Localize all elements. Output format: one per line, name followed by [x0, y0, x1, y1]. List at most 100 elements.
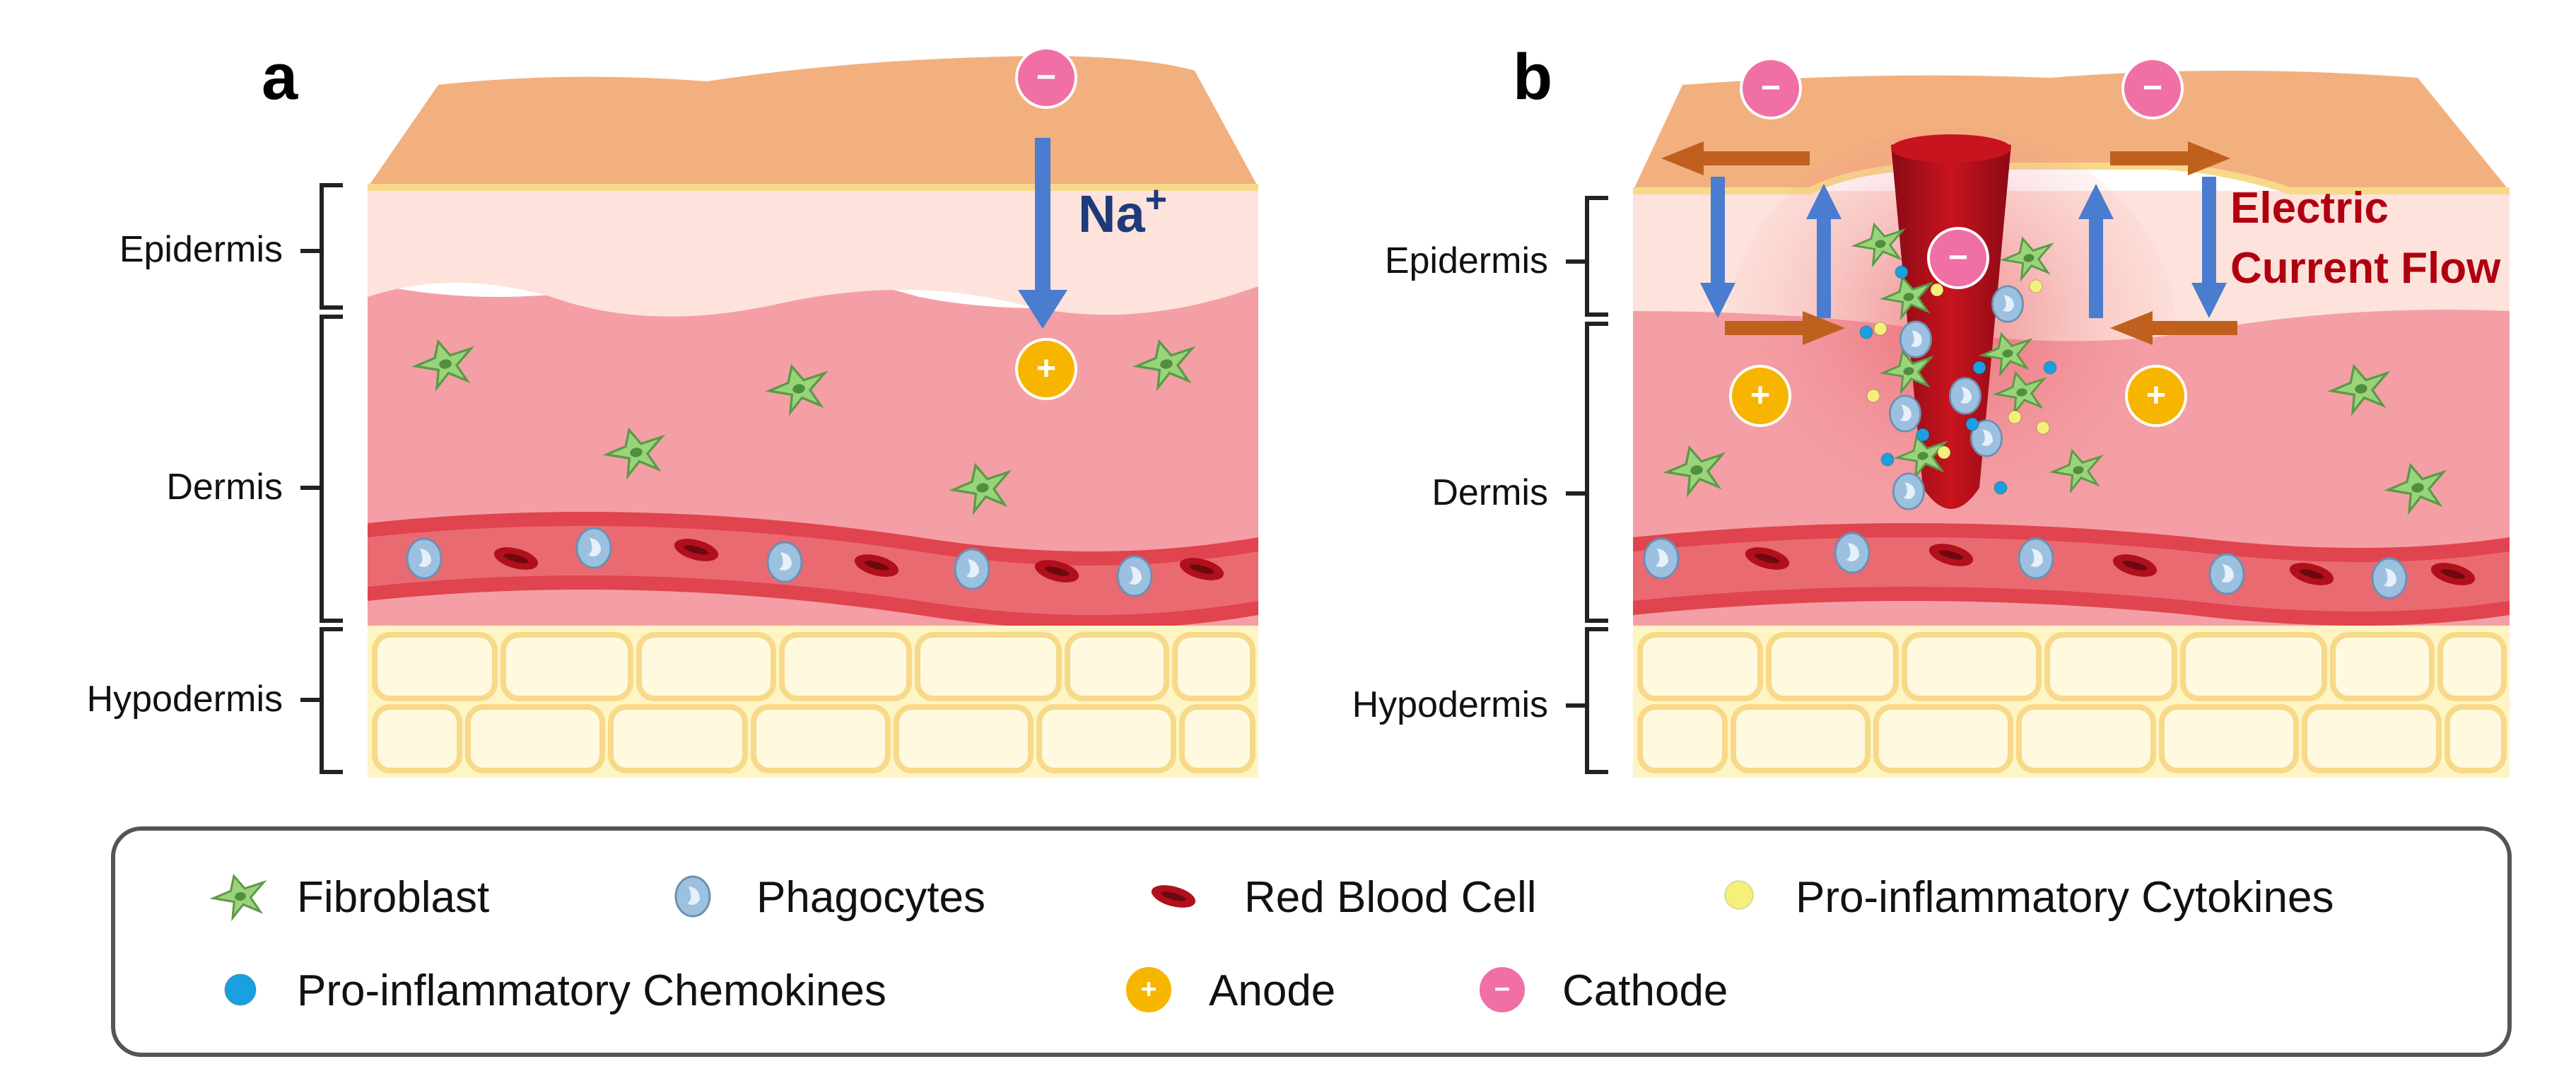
phagocyte-icon: [1899, 320, 1932, 358]
panel-b-epidermis-label: Epidermis: [1385, 240, 1548, 281]
legend-cytokines-label: Pro-inflammatory Cytokines: [1796, 873, 2334, 922]
phagocyte-icon: [2018, 537, 2054, 580]
panel-b: b: [1352, 41, 2510, 778]
panel-a-ion-symbol: Na: [1078, 185, 1145, 243]
legend-rbc-icon: [1151, 885, 1196, 908]
legend-box: [111, 826, 2512, 1057]
red-blood-cell-icon: [1034, 560, 1079, 583]
panel-b-dermis-label: Dermis: [1432, 472, 1548, 513]
chemokine-icon: [1859, 325, 1873, 339]
phagocyte-icon: [1834, 532, 1870, 574]
svg-text:+: +: [2146, 376, 2166, 414]
red-blood-cell-icon: [2289, 563, 2334, 585]
cytokine-icon: [1930, 283, 1944, 297]
panel-a-stratum-corneum: [368, 56, 1258, 188]
panel-b-label: b: [1513, 41, 1552, 113]
legend-anode-icon: +: [1123, 964, 1174, 1015]
fibroblast-icon: [1992, 370, 2047, 416]
fibroblast-icon: [1879, 349, 1934, 395]
legend: Fibroblast Phagocytes Red Blood Cell Pro…: [111, 826, 2512, 1057]
cytokine-icon: [1866, 389, 1880, 403]
cytokine-icon: [2008, 410, 2022, 424]
cytokine-icon: [1937, 445, 1951, 460]
fibroblast-icon: [1132, 339, 1196, 392]
svg-text:−: −: [1036, 58, 1056, 96]
phagocyte-icon: [1889, 394, 1921, 433]
phagocyte-icon: [575, 527, 612, 569]
legend-cathode-label: Cathode: [1562, 966, 1728, 1015]
panel-b-wound-cathode-icon: −: [1927, 227, 1989, 289]
panel-b-left-anode-icon: +: [1729, 365, 1791, 427]
panel-a-ion-charge: +: [1145, 178, 1168, 221]
fibroblast-icon: [602, 427, 666, 480]
fibroblast-icon: [1978, 332, 2033, 378]
panel-b-current-label-line2: Current Flow: [2230, 244, 2501, 293]
red-blood-cell-icon: [2112, 554, 2158, 577]
chemokine-icon: [1916, 428, 1930, 442]
legend-anode-label: Anode: [1209, 966, 1335, 1015]
legend-cytokine-icon: [1724, 880, 1754, 910]
panel-b-current-arrows: [1661, 141, 2237, 345]
cytokine-icon: [2036, 421, 2050, 435]
phagocyte-icon: [2371, 557, 2408, 599]
red-blood-cell-icon: [493, 547, 539, 570]
cytokine-icon: [2029, 279, 2043, 293]
fibroblast-icon: [1663, 445, 1726, 498]
panel-a-layer-brackets: [300, 183, 343, 774]
panel-a-fat-cells: [372, 632, 1255, 773]
legend-phagocyte-icon: [674, 875, 711, 918]
fibroblast-icon: [765, 363, 829, 416]
svg-text:−: −: [1494, 974, 1511, 1005]
panel-b-current-label-line1: Electric: [2230, 184, 2389, 233]
red-blood-cell-icon: [854, 554, 899, 577]
panel-a-anode-icon: +: [1015, 338, 1077, 400]
red-blood-cell-icon: [1179, 558, 1224, 580]
fibroblast-icon: [411, 339, 475, 392]
fibroblast-icon: [2327, 363, 2391, 416]
chemokine-icon: [1880, 452, 1895, 467]
legend-fibroblast-label: Fibroblast: [297, 873, 489, 922]
svg-text:−: −: [1948, 238, 1968, 276]
chemokine-icon: [2043, 361, 2057, 375]
fibroblast-icon: [1999, 236, 2054, 282]
panel-a-epidermis-label: Epidermis: [119, 229, 283, 270]
red-blood-cell-icon: [2430, 563, 2476, 585]
svg-text:+: +: [1141, 974, 1157, 1005]
phagocyte-icon: [1949, 377, 1981, 415]
cytokine-icon: [1873, 322, 1887, 336]
panel-a-dermis-label: Dermis: [166, 467, 283, 508]
phagocyte-icon: [954, 548, 990, 590]
legend-fibroblast-icon: [209, 873, 267, 922]
fibroblast-icon: [2384, 462, 2447, 515]
red-blood-cell-icon: [1745, 547, 1790, 570]
fibroblast-icon: [2049, 448, 2104, 494]
panel-a-label: a: [262, 41, 298, 113]
phagocyte-icon: [1970, 419, 2003, 457]
legend-phagocytes-label: Phagocytes: [756, 873, 985, 922]
phagocyte-icon: [1116, 555, 1153, 597]
red-blood-cell-icon: [1928, 544, 1974, 566]
phagocyte-icon: [1991, 285, 2024, 323]
cell-markers: [209, 222, 2476, 1006]
fibroblast-icon: [1879, 275, 1934, 321]
panel-a-cathode-icon: −: [1015, 47, 1077, 109]
chemokine-icon: [1965, 417, 1979, 431]
svg-text:+: +: [1036, 349, 1056, 387]
panel-b-layer-brackets: [1566, 196, 1608, 774]
legend-chemokine-icon: [224, 973, 257, 1006]
phagocyte-icon: [406, 537, 443, 580]
phagocyte-icon: [1892, 472, 1925, 510]
legend-chemokines-label: Pro-inflammatory Chemokines: [297, 966, 886, 1015]
panel-a-skin: [368, 56, 1258, 778]
panel-b-hypodermis-label: Hypodermis: [1352, 684, 1548, 725]
svg-text:−: −: [2143, 69, 2162, 107]
svg-text:+: +: [1750, 376, 1770, 414]
svg-text:−: −: [1761, 69, 1781, 107]
phagocyte-icon: [766, 541, 803, 583]
red-blood-cell-icon: [674, 539, 719, 561]
panel-b-fat-cells: [1637, 632, 2507, 773]
chemokine-icon: [1994, 481, 2008, 495]
fibroblast-icon: [1851, 222, 1906, 268]
fibroblast-icon: [1893, 434, 1948, 480]
